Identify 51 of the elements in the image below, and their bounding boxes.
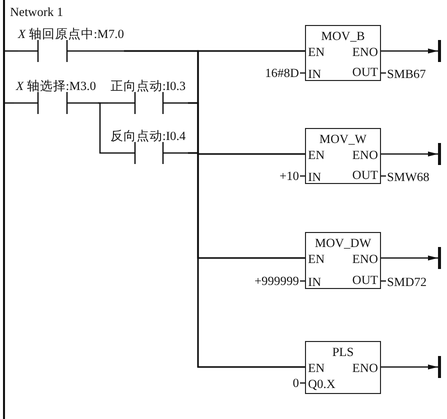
function-block <box>305 341 381 394</box>
pin-label: EN <box>308 252 325 266</box>
pin-label: EN <box>308 45 325 59</box>
parameter-label: 16#8D <box>264 66 299 80</box>
contact <box>18 26 124 63</box>
pin-label: Q0.X <box>308 377 336 391</box>
network-title: Network 1 <box>10 5 64 20</box>
arrow <box>381 364 438 370</box>
end-rail <box>438 143 441 165</box>
contact <box>108 78 188 115</box>
pin-label: ENO <box>352 148 378 162</box>
pin-label: EN <box>308 361 325 375</box>
parameter-label: SMW68 <box>387 170 430 184</box>
pin-label: IN <box>308 170 322 184</box>
pin-label: OUT <box>352 168 378 182</box>
function-block <box>305 128 381 184</box>
parameter-label: +999999 <box>254 274 299 288</box>
block-title: MOV_DW <box>314 236 372 250</box>
function-block <box>305 232 381 289</box>
contact-label: X 轴回原点中:M7.0 <box>18 26 124 43</box>
arrow <box>381 256 438 260</box>
parameter-label: +10 <box>279 169 299 183</box>
end-rail <box>438 40 441 62</box>
end-rail <box>438 356 441 378</box>
contact <box>14 78 98 115</box>
pin-label: ENO <box>352 252 378 266</box>
arrow <box>381 152 438 156</box>
end-rail <box>438 247 441 269</box>
function-block <box>305 25 381 81</box>
contact-label: 正向点动:I0.3 <box>109 78 187 95</box>
rung-line <box>5 50 18 52</box>
pin-label: ENO <box>352 361 378 375</box>
pin-label: IN <box>308 67 322 81</box>
arrow <box>381 48 438 54</box>
pin-label: ENO <box>352 45 378 59</box>
parameter-label: SMD72 <box>387 275 427 289</box>
pin-label: OUT <box>352 65 378 79</box>
block-title: MOV_B <box>320 29 366 43</box>
pin-label: IN <box>308 275 322 289</box>
block-title: MOV_W <box>318 132 368 146</box>
parameter-label: 0 <box>292 376 299 390</box>
contact <box>108 128 188 165</box>
pin-label: OUT <box>352 273 378 287</box>
parameter-label: SMB67 <box>387 67 426 81</box>
rung-line <box>188 152 305 368</box>
contact-label: 反向点动:I0.4 <box>109 128 187 145</box>
block-title: PLS <box>331 345 355 359</box>
pin-label: EN <box>308 148 325 162</box>
rung-line <box>98 102 108 154</box>
contact-label: X 轴选择:M3.0 <box>14 78 97 95</box>
rung-line <box>98 102 108 104</box>
